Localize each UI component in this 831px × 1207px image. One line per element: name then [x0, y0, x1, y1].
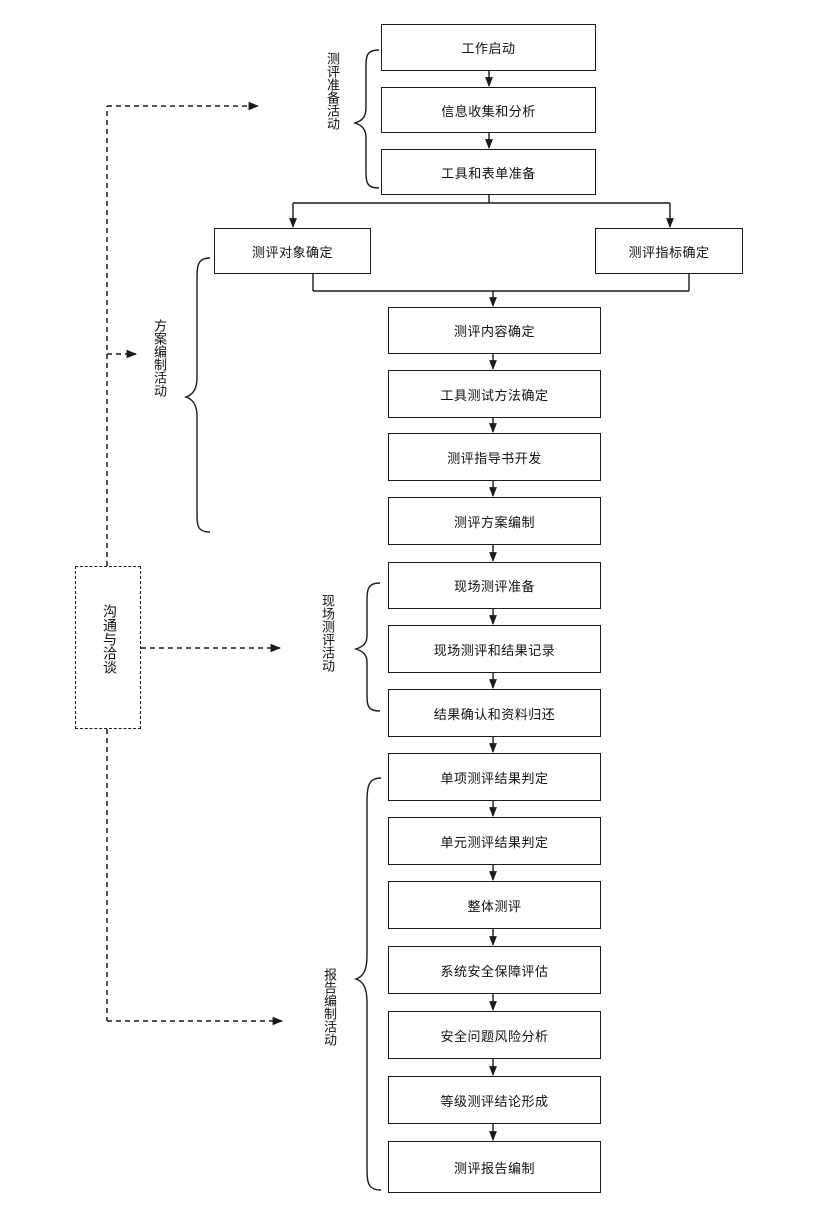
node-single-judge: 单项测评结果判定	[388, 753, 601, 801]
phase-label-plan: 方案编制活动	[151, 319, 166, 397]
node-tool-method: 工具测试方法确定	[388, 370, 601, 418]
node-content-confirm: 测评内容确定	[388, 307, 601, 354]
node-target-confirm: 测评对象确定	[214, 228, 371, 274]
brace-prep	[352, 49, 380, 189]
phase-label-report: 报告编制活动	[321, 968, 336, 1046]
phase-label-onsite: 现场测评活动	[319, 594, 334, 672]
node-indicator-confirm: 测评指标确定	[595, 228, 743, 274]
node-tools-forms: 工具和表单准备	[381, 149, 596, 195]
node-unit-judge: 单元测评结果判定	[388, 817, 601, 865]
node-onsite-record: 现场测评和结果记录	[388, 625, 601, 673]
node-info-collect: 信息收集和分析	[381, 87, 596, 133]
brace-plan	[183, 257, 211, 533]
node-report-compile: 测评报告编制	[388, 1141, 601, 1193]
node-system-eval: 系统安全保障评估	[388, 946, 601, 994]
node-onsite-prep: 现场测评准备	[388, 562, 601, 609]
node-plan-compile: 测评方案编制	[388, 497, 601, 545]
node-risk-analysis: 安全问题风险分析	[388, 1011, 601, 1059]
communication-label: 沟通与洽谈	[101, 604, 117, 674]
node-result-return: 结果确认和资料归还	[388, 689, 601, 737]
node-work-start: 工作启动	[381, 24, 596, 71]
node-overall: 整体测评	[388, 881, 601, 929]
node-guide-dev: 测评指导书开发	[388, 433, 601, 481]
brace-report	[353, 777, 382, 1191]
brace-onsite	[353, 582, 381, 712]
phase-label-prep: 测评准备活动	[324, 52, 339, 130]
node-grade-conclusion: 等级测评结论形成	[388, 1076, 601, 1124]
communication-box	[75, 566, 141, 729]
